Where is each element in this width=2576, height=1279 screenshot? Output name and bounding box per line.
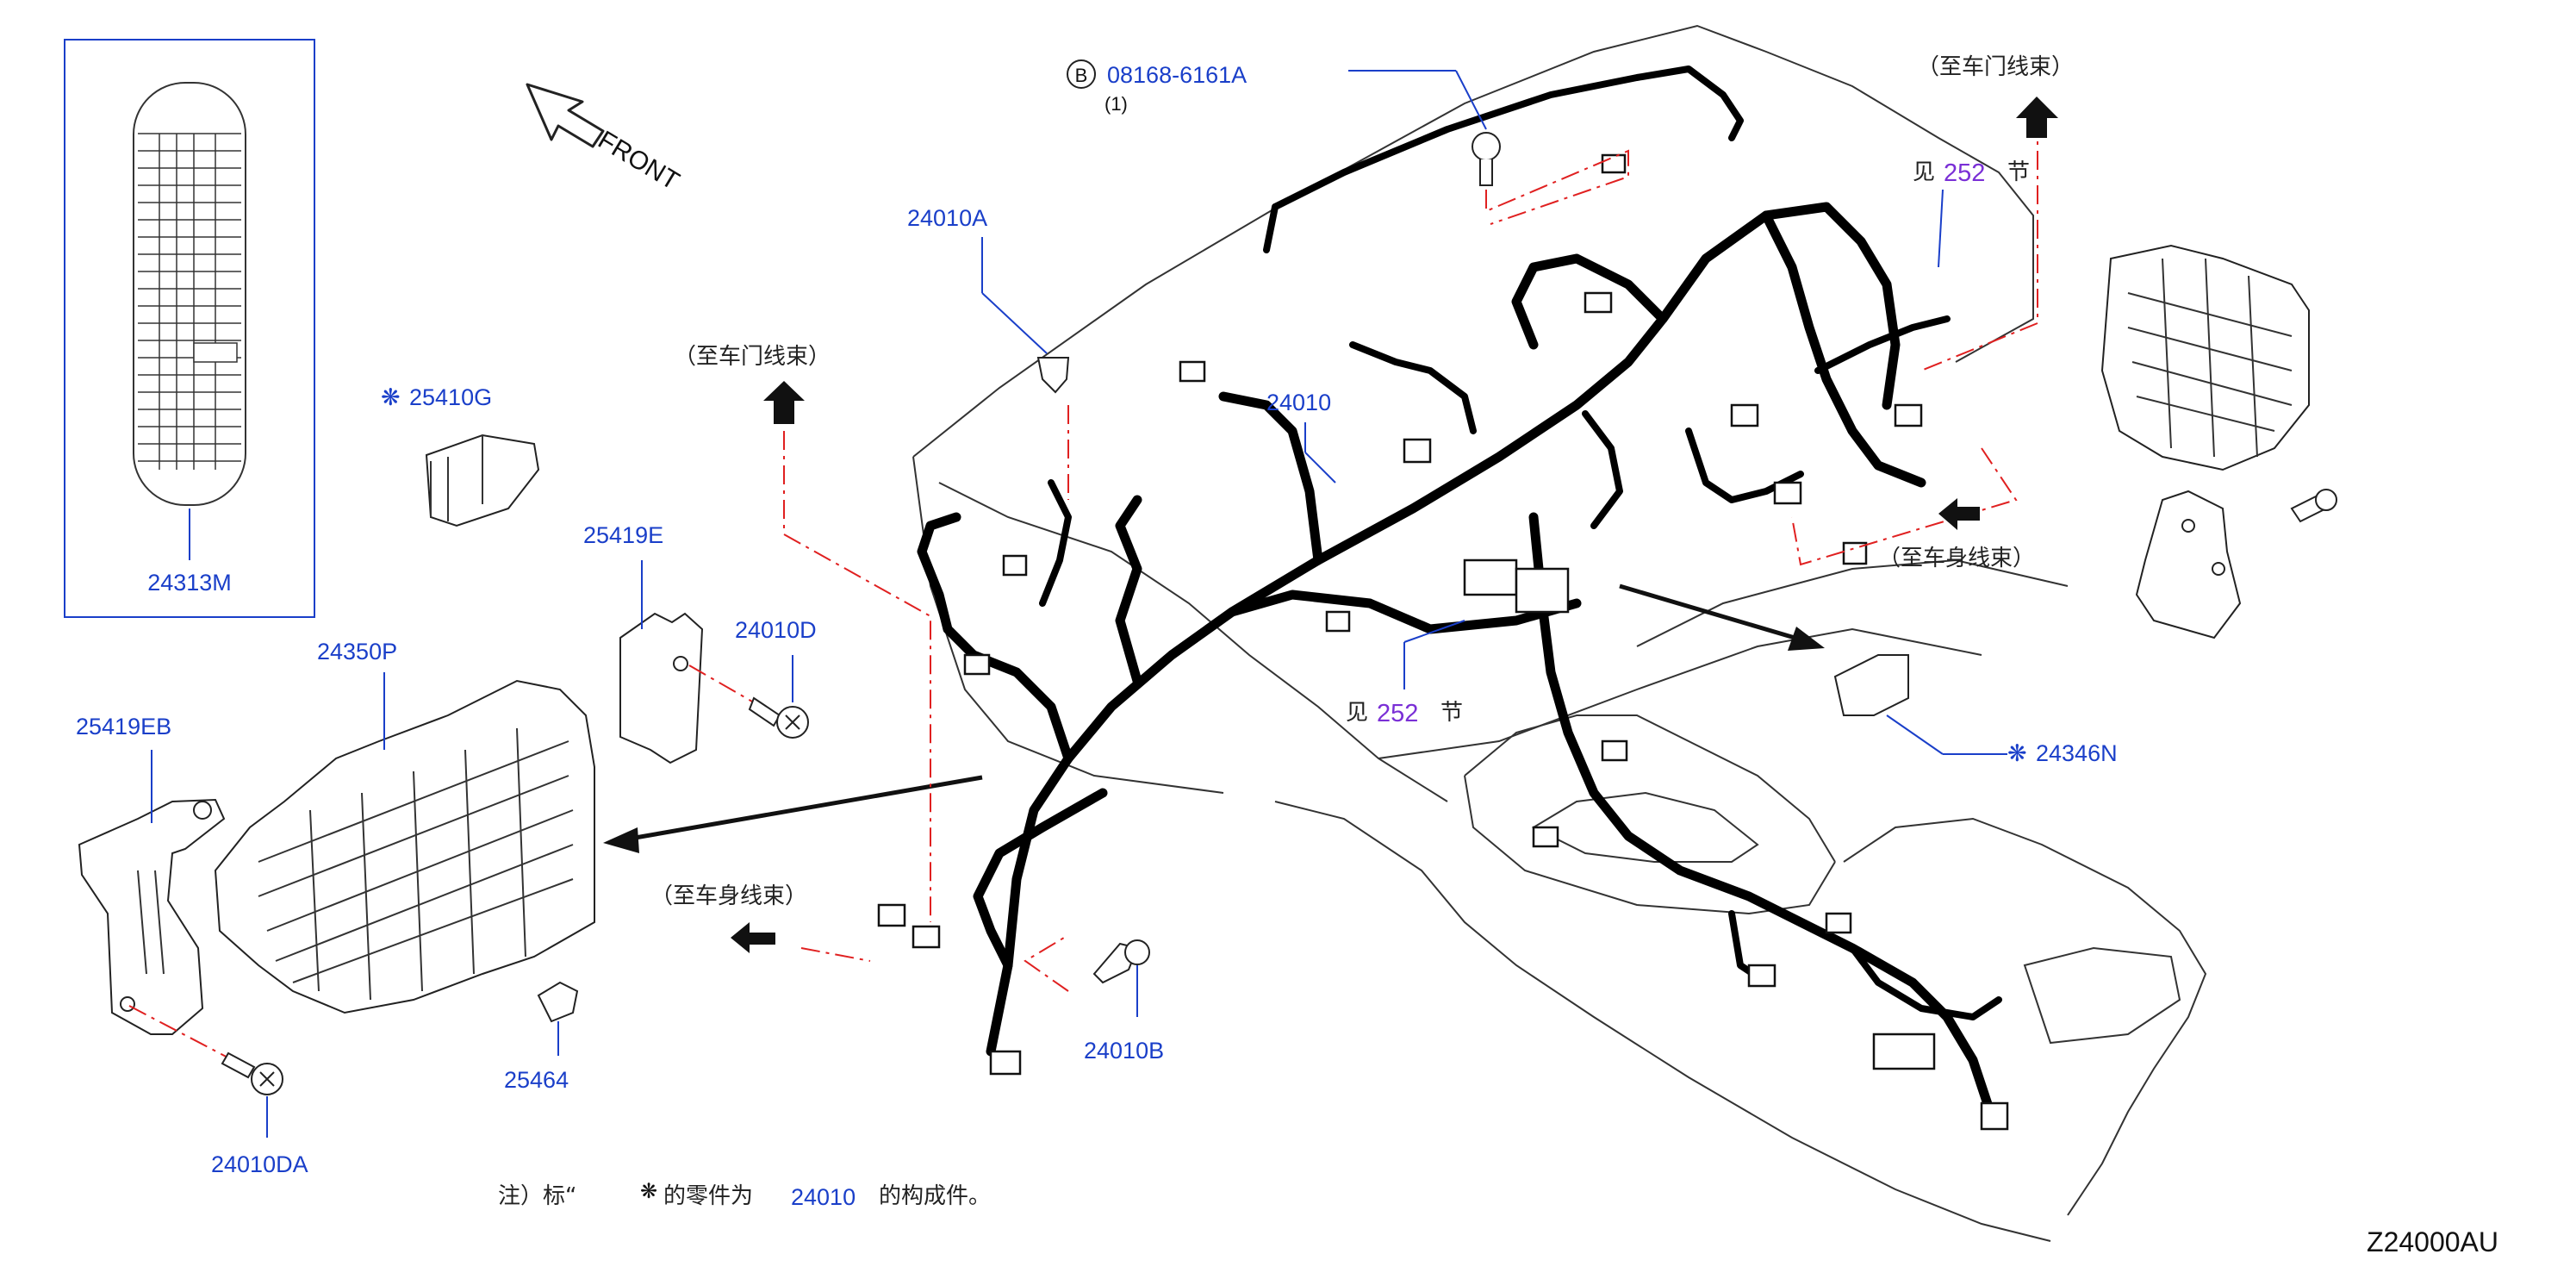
- front-label: FRONT: [593, 126, 684, 197]
- see-label: 见: [1913, 159, 1935, 185]
- b-circle-icon: [1067, 59, 1096, 89]
- part-label-08168-6161A: 08168-6161A: [1107, 62, 1247, 88]
- to-door-harness-label: （至车门线束）: [674, 344, 831, 370]
- bolt-08168-6161A-icon: [1472, 132, 1501, 186]
- part-label-25410G: 25410G: [409, 384, 492, 410]
- clip-24010A-icon: [1036, 357, 1070, 394]
- section-label: 节: [1440, 700, 1463, 726]
- note-part-number: 24010: [791, 1184, 856, 1210]
- bolt-24010D-icon: [748, 696, 809, 739]
- part-label-25464: 25464: [504, 1067, 569, 1093]
- pointer-arrow-to-24346N: [1619, 583, 1825, 651]
- star-marker: ❋: [640, 1180, 657, 1203]
- to-body-harness-label: （至车身线束）: [650, 883, 807, 909]
- part-label-24010A: 24010A: [907, 205, 987, 231]
- bracket-25419E-illustration: [619, 612, 704, 764]
- part-label-24313M: 24313M: [147, 570, 232, 596]
- part-label-24010DA: 24010DA: [211, 1151, 308, 1177]
- left-arrow-icon: [731, 922, 775, 953]
- junction-box-illustration: [2100, 244, 2310, 471]
- up-arrow-icon: [763, 381, 805, 424]
- part-label-24346N: 24346N: [2036, 740, 2118, 766]
- note-middle: 的零件为: [663, 1183, 753, 1209]
- to-door-harness-label: （至车门线束）: [1917, 54, 2074, 80]
- left-arrow-icon: [1938, 498, 1980, 530]
- bracket-right-illustration: [2135, 490, 2242, 640]
- pointer-arrow-to-fuse-block: [603, 775, 983, 853]
- part-label-24350P: 24350P: [317, 639, 397, 664]
- part-label-24010: 24010: [1266, 390, 1331, 415]
- fuse-block-24350P-illustration: [214, 679, 595, 1014]
- up-arrow-icon: [2016, 97, 2058, 138]
- bracket-24346N-illustration: [1833, 654, 1909, 716]
- section-number: 252: [1944, 159, 1985, 187]
- star-marker: ❋: [381, 384, 401, 410]
- harness-connectors: [877, 153, 2009, 1131]
- front-arrow-icon: [526, 83, 605, 148]
- dashboard-outline: [912, 24, 2207, 1242]
- part-label-24010B: 24010B: [1084, 1038, 1164, 1064]
- screw-right-icon: [2290, 489, 2337, 523]
- bolt-24010DA-icon: [221, 1051, 283, 1095]
- bolt-24010B-icon: [1092, 939, 1150, 984]
- diagram-code: Z24000AU: [2367, 1226, 2498, 1257]
- connector-25410G-illustration: [425, 434, 540, 527]
- part-label-24010D: 24010D: [735, 617, 817, 643]
- to-body-harness-label: （至车身线束）: [1878, 546, 2035, 571]
- part-label-25419E: 25419E: [583, 522, 663, 548]
- fuse-25464-icon: [537, 981, 579, 1023]
- note-prefix: 注）标“: [498, 1183, 576, 1209]
- section-number: 252: [1377, 700, 1418, 727]
- dashed-routing-lines: [783, 116, 2038, 992]
- main-harness: [917, 66, 2002, 1117]
- section-label: 节: [2007, 159, 2030, 185]
- b-circle-label: B: [1075, 65, 1088, 86]
- note-suffix: 的构成件。: [879, 1183, 991, 1209]
- see-label: 见: [1346, 700, 1368, 726]
- quantity-label: (1): [1104, 93, 1128, 115]
- star-marker: ❋: [2007, 740, 2027, 766]
- bracket-25419EB-illustration: [78, 798, 226, 1035]
- fuse-cover-illustration: [64, 39, 315, 618]
- part-label-25419EB: 25419EB: [76, 714, 171, 739]
